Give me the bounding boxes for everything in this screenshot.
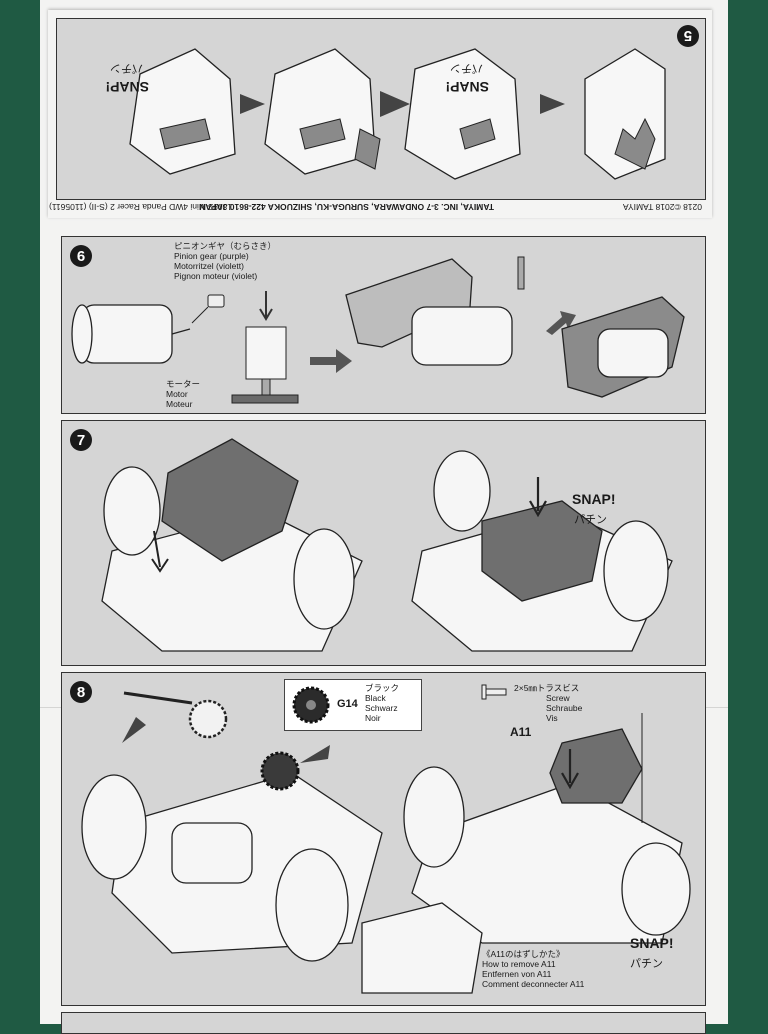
gear-color-de: Schwarz: [365, 703, 398, 713]
step-9-panel-edge: [61, 1012, 706, 1034]
step-6-number: 6: [70, 245, 92, 267]
motor-label-fr: Moteur: [166, 399, 193, 409]
step-8-panel: 8 G14 ブラック Black Schwarz Noir 2×5㎜トラスビス …: [61, 672, 706, 1006]
part-g14-callout: G14 ブラック Black Schwarz Noir: [284, 679, 422, 731]
screw-label-en: Screw: [546, 693, 570, 703]
step-5-snap-label-a: SNAP!: [445, 79, 489, 95]
gear-color-jp: ブラック: [365, 683, 400, 693]
step-5-snap-jp-a: パチン: [450, 62, 483, 74]
step-7-snap-label: SNAP!: [572, 491, 616, 507]
gear-code: G14: [337, 698, 358, 710]
step-7-number: 7: [70, 429, 92, 451]
step-8-snap-jp: パチン: [630, 958, 663, 970]
part-a11-label: A11: [510, 725, 532, 739]
pinion-label-jp: ピニオンギヤ（むらさき）: [174, 241, 277, 251]
pinion-label-en: Pinion gear (purple): [174, 251, 249, 261]
step-6-illustrations: [71, 256, 685, 404]
step-5-illustrations: [129, 48, 666, 180]
step-5-panel: 5 A6 SNAP! パチン SNA: [56, 18, 706, 200]
remove-a11-fr: Comment deconnecter A11: [482, 979, 585, 989]
upside-down-sheet: 0218 ©2018 TAMIYA TAMIYA, INC. 3-7 ONDAW…: [48, 10, 712, 218]
screw-label-fr: Vis: [546, 713, 558, 723]
step-7-panel: 7 SNAP! パチン: [61, 420, 706, 666]
step-7-snap-jp: パチン: [574, 514, 607, 526]
step-5-snap-label-b: SNAP!: [105, 79, 149, 95]
pinion-label-fr: Pignon moteur (violet): [174, 271, 258, 281]
company-address: TAMIYA, INC. 3-7 ONDAWARA, SURUGA-KU, SH…: [199, 202, 494, 212]
gear-g14-icon: [292, 686, 330, 724]
screw-label-de: Schraube: [546, 703, 583, 713]
step-8-number: 8: [70, 681, 92, 703]
remove-a11-jp: 《A11のはずしかた》: [482, 949, 565, 959]
gear-color-en: Black: [365, 693, 386, 703]
step-7-illustrations: [101, 438, 673, 652]
step-8-snap-label: SNAP!: [630, 935, 674, 951]
copyright-code: 0218 ©2018 TAMIYA: [622, 202, 702, 212]
step-5-snap-jp-b: パチン: [110, 62, 143, 74]
motor-label-en: Motor: [166, 389, 188, 399]
product-code: 18092 Mini 4WD Panda Racer 2 (S-II) (110…: [49, 202, 232, 212]
remove-a11-en: How to remove A11: [482, 959, 556, 969]
remove-a11-de: Entfernen von A11: [482, 969, 552, 979]
pinion-label-de: Motorritzel (violett): [174, 261, 244, 271]
screw-label-jp: 2×5㎜トラスビス: [514, 683, 580, 693]
step-8-illustrations: [81, 684, 691, 994]
gear-color-fr: Noir: [365, 713, 381, 723]
motor-label-jp: モーター: [166, 379, 201, 389]
step-6-panel: 6 ピニオンギヤ（むらさき） Pinion gear (purple) Moto…: [61, 236, 706, 414]
